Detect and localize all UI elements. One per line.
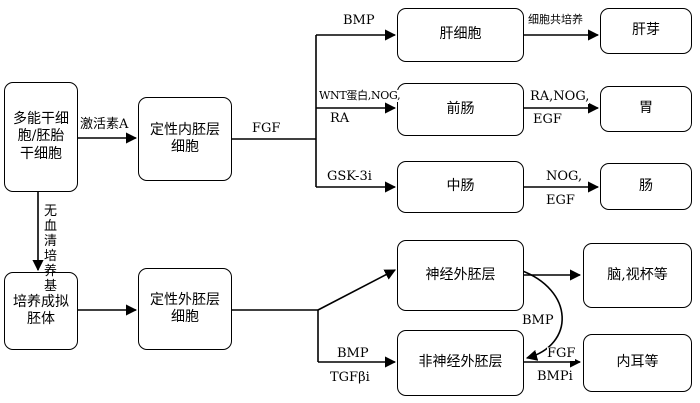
node-definitive-ectoderm: 定性外胚层细胞	[138, 268, 232, 350]
label-bmpi: BMPi	[537, 369, 573, 385]
label-tgf-beta-i: TGFβi	[330, 370, 370, 386]
node-embryoid-body: 培养成拟胚体	[4, 272, 78, 350]
node-definitive-endoderm-label: 定性内胚层细胞	[150, 121, 220, 156]
node-hepatocyte-label: 肝细胞	[439, 26, 482, 43]
label-egf-intestine: EGF	[546, 193, 575, 209]
label-bmp-lower: BMP	[337, 346, 369, 362]
label-fgf: FGF	[252, 121, 281, 137]
node-pluripotent-stem-cell: 多能干细胞/胚胎干细胞	[4, 82, 78, 192]
node-midgut: 中肠	[397, 161, 524, 213]
label-ra-nog: RA,NOG,	[530, 89, 590, 105]
node-foregut-label: 前肠	[446, 100, 475, 117]
node-liver-bud: 肝芽	[600, 8, 692, 54]
label-wnt-nog: WNT蛋白,NOG,	[319, 89, 401, 103]
node-intestine-label: 肠	[639, 177, 653, 194]
label-egf-stomach: EGF	[533, 112, 562, 128]
label-bmp-liver: BMP	[343, 13, 375, 29]
node-midgut-label: 中肠	[446, 178, 475, 195]
node-liver-bud-label: 肝芽	[632, 22, 660, 39]
label-nog: NOG,	[546, 169, 583, 185]
label-ra: RA	[330, 111, 350, 127]
node-definitive-endoderm: 定性内胚层细胞	[138, 97, 232, 181]
node-inner-ear-label: 内耳等	[616, 354, 659, 371]
node-non-neural-ectoderm: 非神经外胚层	[397, 330, 524, 396]
label-bmp-side: BMP	[522, 313, 554, 328]
node-non-neural-ectoderm-label: 非神经外胚层	[418, 354, 503, 371]
node-stomach: 胃	[600, 86, 692, 132]
label-gsk3i: GSK-3i	[327, 169, 372, 185]
node-brain-optic-cup: 脑,视杯等	[583, 243, 692, 308]
node-hepatocyte: 肝细胞	[397, 8, 524, 62]
node-inner-ear: 内耳等	[583, 334, 692, 392]
node-neural-ectoderm-label: 神经外胚层	[425, 266, 496, 283]
node-foregut: 前肠	[397, 83, 524, 136]
node-neural-ectoderm: 神经外胚层	[397, 240, 524, 311]
label-fgf-inner: FGF	[547, 346, 576, 362]
label-serum-free-medium: 无血清培养基	[44, 204, 58, 294]
label-activin-a: 激活素A	[80, 117, 129, 133]
node-brain-optic-cup-label: 脑,视杯等	[607, 266, 668, 283]
node-definitive-ectoderm-label: 定性外胚层细胞	[150, 291, 220, 326]
label-coculture: 细胞共培养	[528, 13, 583, 27]
node-intestine: 肠	[600, 163, 692, 210]
node-stomach-label: 胃	[639, 100, 653, 117]
node-embryoid-body-label: 培养成拟胚体	[13, 293, 69, 328]
node-pluripotent-label: 多能干细胞/胚胎干细胞	[13, 110, 69, 162]
